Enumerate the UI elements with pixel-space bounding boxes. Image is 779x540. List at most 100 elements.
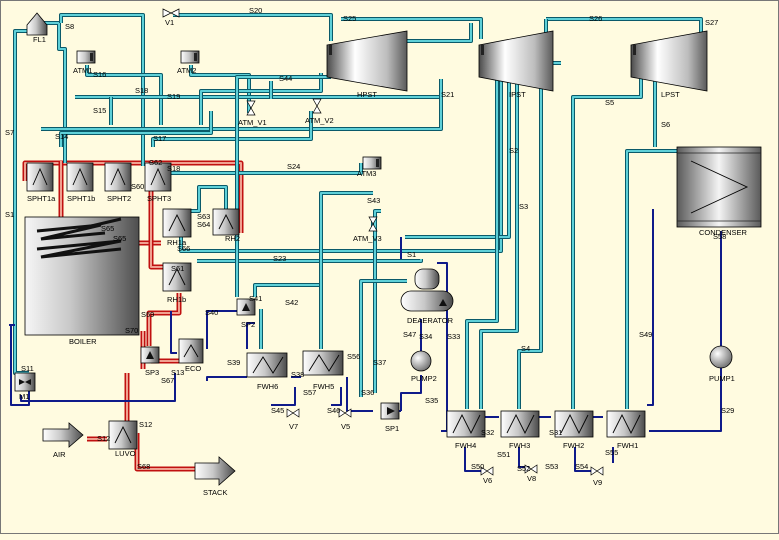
stream-label-s19: S19	[167, 92, 180, 101]
atm2-vent: ATM2	[177, 50, 200, 75]
spht1b: SPHT1b	[66, 162, 95, 203]
sp2-splitter: SP2	[236, 298, 256, 329]
rh1a: RH1a	[162, 208, 192, 247]
stream-label-s14: S14	[55, 132, 68, 141]
stack-outlet: STACK	[194, 456, 236, 497]
stream-label-s49: S49	[639, 330, 652, 339]
valve-v9[interactable]: V9	[590, 466, 604, 487]
valve-v6[interactable]: V6	[480, 466, 494, 485]
stream-label-s18b: S18	[167, 164, 180, 173]
stream-label-s11: S11	[21, 364, 34, 373]
stream-label-s51: S51	[497, 450, 510, 459]
spht2-label: SPHT2	[107, 194, 131, 203]
stream-label-s12b: S12	[97, 434, 110, 443]
stream-label-s63: S63	[197, 212, 210, 221]
stream-label-s16: S16	[93, 70, 106, 79]
condenser: CONDENSER	[676, 146, 762, 237]
fwh5-label: FWH5	[313, 382, 334, 391]
v5-label: V5	[341, 422, 350, 431]
feedwater-lines	[9, 209, 722, 472]
fwh4: FWH4	[446, 410, 486, 450]
stream-label-s31: S31	[549, 428, 562, 437]
stream-label-s20: S20	[249, 6, 262, 15]
rh2: RH2	[212, 208, 240, 243]
fwh5: FWH5	[302, 350, 344, 391]
stream-label-s42: S42	[285, 298, 298, 307]
fwh3: FWH3	[500, 410, 540, 450]
fwh4-label: FWH4	[455, 441, 476, 450]
stream-label-s39: S39	[227, 358, 240, 367]
boiler-label: BOILER	[69, 337, 97, 346]
air-inlet: AIR	[42, 422, 84, 459]
valve-atm-v3[interactable]: ATM_V3	[353, 216, 382, 243]
stream-label-s64: S64	[197, 220, 210, 229]
pump1[interactable]: PUMP1	[709, 345, 735, 383]
stream-label-s29: S29	[721, 406, 734, 415]
ipst-turbine: IPST	[478, 30, 554, 99]
stream-label-s69: S69	[141, 310, 154, 319]
atm2-label: ATM2	[177, 66, 196, 75]
stream-labels: S8 S20 S25 S26 S27 S16 S18 S19 S15 S44 S…	[5, 6, 734, 473]
fwh2-label: FWH2	[563, 441, 584, 450]
stream-label-s62: S62	[149, 158, 162, 167]
stream-label-s65: S65	[101, 224, 114, 233]
m1-mixer: M1	[14, 372, 36, 401]
stream-label-s36: S36	[361, 388, 374, 397]
stream-label-s67: S67	[161, 376, 174, 385]
atm1-label: ATM1	[73, 66, 92, 75]
atm-v3-label: ATM_V3	[353, 234, 382, 243]
fwh6-label: FWH6	[257, 382, 278, 391]
atm-v2-label: ATM_V2	[305, 116, 334, 125]
stream-label-s37: S37	[373, 358, 386, 367]
stream-label-s8: S8	[65, 22, 74, 31]
pump2[interactable]: PUMP2	[410, 350, 437, 383]
m1-label: M1	[19, 392, 29, 401]
atm3-vent: ATM3	[357, 156, 382, 178]
stream-label-s52: S52	[517, 464, 530, 473]
v1-label: V1	[165, 18, 174, 27]
valve-v1[interactable]: V1	[162, 8, 180, 27]
stream-label-s3: S3	[519, 202, 528, 211]
valve-v7[interactable]: V7	[286, 408, 300, 431]
stream-label-s4: S4	[521, 344, 530, 353]
valve-atm-v2[interactable]: ATM_V2	[305, 98, 334, 125]
fwh3-label: FWH3	[509, 441, 530, 450]
stream-label-s43: S43	[367, 196, 380, 205]
spht1a: SPHT1a	[26, 162, 56, 203]
v8-label: V8	[527, 474, 536, 483]
deaerator-label: DEAERATOR	[407, 316, 454, 325]
rh1b-label: RH1b	[167, 295, 186, 304]
valve-v8[interactable]: V8	[524, 464, 538, 483]
stream-label-s2: S2	[509, 146, 518, 155]
atm-v1-label: ATM_V1	[238, 118, 267, 127]
sp2-label: SP2	[241, 320, 255, 329]
valve-v5[interactable]: V5	[338, 408, 352, 431]
v7-label: V7	[289, 422, 298, 431]
ipst-label: IPST	[509, 90, 526, 99]
stream-label-s38: S38	[291, 370, 304, 379]
atm3-label: ATM3	[357, 169, 376, 178]
stream-label-s40: S40	[205, 308, 218, 317]
stream-label-s17: S17	[153, 134, 166, 143]
condenser-label: CONDENSER	[699, 228, 748, 237]
stream-label-s6: S6	[661, 120, 670, 129]
fwh6: FWH6	[246, 352, 288, 391]
stream-label-s32: S32	[481, 428, 494, 437]
stream-label-s57: S57	[303, 388, 316, 397]
rh2-label: RH2	[225, 234, 240, 243]
pump2-label: PUMP2	[411, 374, 437, 383]
stream-label-s46: S46	[327, 406, 340, 415]
stream-label-s23: S23	[273, 254, 286, 263]
stream-label-s25: S25	[343, 14, 356, 23]
v9-label: V9	[593, 478, 602, 487]
spht3-label: SPHT3	[147, 194, 171, 203]
stream-label-s1b: S1	[407, 250, 416, 259]
spht2: SPHT2	[104, 162, 132, 203]
fwh1: FWH1	[606, 410, 646, 450]
valve-atm-v1[interactable]: ATM_V1	[238, 100, 267, 127]
pump1-label: PUMP1	[709, 374, 735, 383]
stream-label-s27: S27	[705, 18, 718, 27]
stream-label-s45: S45	[271, 406, 284, 415]
lpst-label: LPST	[661, 90, 680, 99]
sp3-splitter: SP3	[140, 346, 160, 377]
